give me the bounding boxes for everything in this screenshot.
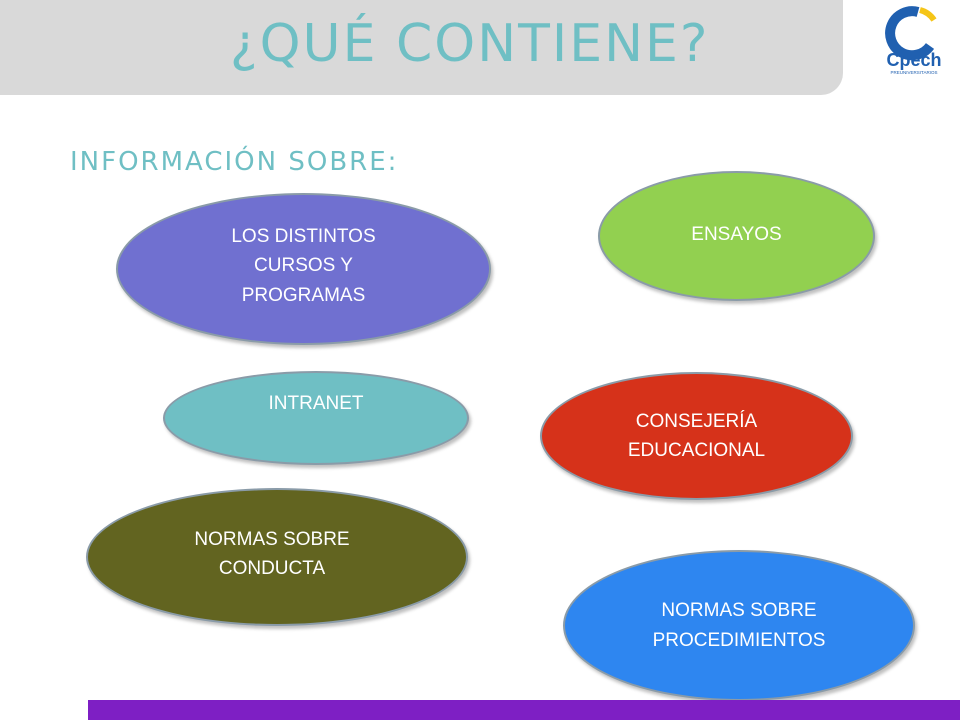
bubble-cursos-programas: LOS DISTINTOS CURSOS Y PROGRAMAS [116,193,491,345]
logo-brand: Cpech [886,50,941,70]
bubble-ensayos: ENSAYOS [598,171,875,301]
bottom-accent-bar [88,700,960,720]
bubble-normas-procedimientos: NORMAS SOBRE PROCEDIMIENTOS [563,550,915,701]
bubble-label: CONSEJERÍA EDUCACIONAL [627,410,766,461]
bubble-label: INTRANET [268,393,364,415]
cpech-logo: Cpech PREUNIVERSITARIOS [878,6,950,76]
bubble-intranet: INTRANET [163,371,469,465]
logo-tagline: PREUNIVERSITARIOS [891,70,938,75]
page-title: ¿QUÉ CONTIENE? [230,14,710,74]
bubble-label: NORMAS SOBRE CONDUCTA [194,528,350,579]
bubble-label: ENSAYOS [691,224,782,246]
bubble-label: NORMAS SOBRE PROCEDIMIENTOS [652,600,826,651]
bubble-normas-conducta: NORMAS SOBRE CONDUCTA [86,488,468,626]
section-label: INFORMACIÓN SOBRE: [70,147,399,177]
cpech-logo-icon: Cpech PREUNIVERSITARIOS [885,6,942,75]
bubble-label: LOS DISTINTOS CURSOS Y PROGRAMAS [231,225,376,306]
title-bar [0,0,843,95]
bubble-consejeria: CONSEJERÍA EDUCACIONAL [540,372,853,500]
